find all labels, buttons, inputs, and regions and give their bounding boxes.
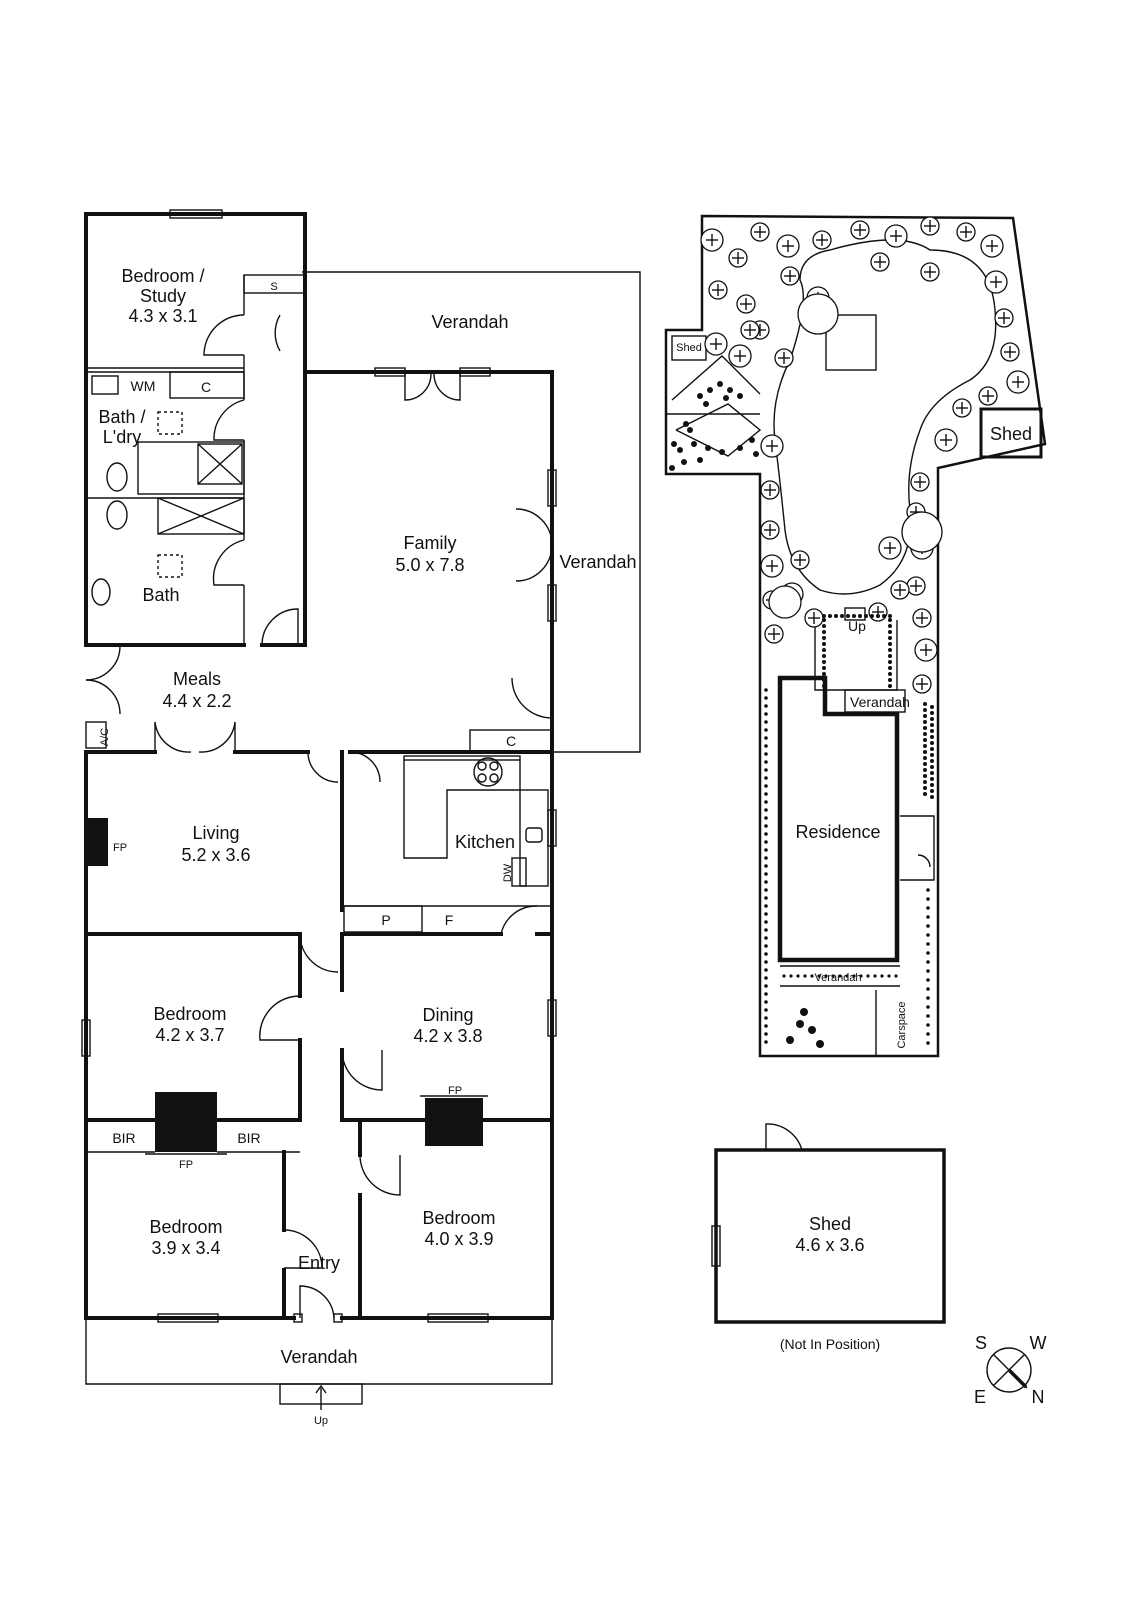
meals-label: Meals [173,669,221,689]
bir-left-label: BIR [112,1130,135,1146]
large-tree-icon [901,511,943,553]
study-wing-walls [84,212,307,647]
living-size: 5.2 x 3.6 [181,845,250,865]
up-front-label: Up [314,1415,328,1427]
site-shed-right [979,407,1043,459]
compass-e: E [974,1387,986,1407]
dining-size: 4.2 x 3.8 [413,1026,482,1046]
site-trees [700,216,1030,694]
shed-plan-label: Shed [809,1214,851,1234]
bath-laundry-label: Bath / [98,407,145,427]
fireplace-dining [425,1098,483,1146]
bir-right-label: BIR [237,1130,260,1146]
pantry-label: P [381,912,390,928]
bath-laundry-label-2: L'dry [103,427,141,447]
dining-label: Dining [422,1005,473,1025]
site-shed-small-label: Shed [676,342,702,354]
entry-label: Entry [298,1253,340,1273]
bedroom-mid-left-size: 4.2 x 3.7 [155,1025,224,1045]
verandah-front-label: Verandah [280,1347,357,1367]
fireplace-bedrooms [155,1092,217,1152]
fp-dining-label: FP [448,1085,462,1097]
site-carspace-label: Carspace [896,1001,908,1048]
bedroom-bottom-left-label: Bedroom [149,1217,222,1237]
shed-plan-size: 4.6 x 3.6 [795,1235,864,1255]
bedroom-mid-left-label: Bedroom [153,1004,226,1024]
site-residence-label: Residence [795,822,880,842]
bedroom-bottom-right-label: Bedroom [422,1208,495,1228]
compass: S W E N [974,1333,1047,1407]
bedroom-study-label: Bedroom / [121,266,204,286]
compass-s: S [975,1333,987,1353]
ac-label: A/C [99,728,111,746]
bedroom-bottom-left-size: 3.9 x 3.4 [151,1238,220,1258]
fridge-label: F [445,912,454,928]
kitchen-label: Kitchen [455,832,515,852]
verandah-top-label: Verandah [431,312,508,332]
bath-label: Bath [142,585,179,605]
wm-label: WM [131,378,156,394]
shed-plan: Shed 4.6 x 3.6 (Not In Position) [711,1123,946,1352]
bedroom-study-size: 4.3 x 3.1 [128,306,197,326]
site-hedge-dots [669,381,934,1048]
verandah-side-label: Verandah [559,552,636,572]
large-tree-icon [797,293,839,335]
large-tree-icon [768,585,802,619]
site-plan: Shed Shed Up Verandah Residence Verandah… [664,214,1047,1058]
site-verandah-bottom-label: Verandah [814,972,861,984]
compass-w: W [1030,1333,1047,1353]
cupboard-c2-label: C [506,733,516,749]
shed-plan-note: (Not In Position) [780,1336,880,1352]
storage-s-label: S [270,281,277,293]
meals-size: 4.4 x 2.2 [162,691,231,711]
verandah-top-outline [302,271,641,753]
site-boundary [664,214,1047,1058]
site-shed-right-label: Shed [990,424,1032,444]
fp-bedroom-label: FP [179,1159,193,1171]
fp-living-label: FP [113,842,127,854]
site-verandah-top-label: Verandah [850,694,910,710]
dw-label: DW [502,863,514,882]
family-label: Family [404,533,457,553]
bedroom-study-label-2: Study [140,286,186,306]
family-walls [303,370,554,754]
bedroom-bottom-right-size: 4.0 x 3.9 [424,1229,493,1249]
family-size: 5.0 x 7.8 [395,555,464,575]
living-label: Living [192,823,239,843]
site-residence [777,675,900,963]
compass-n: N [1032,1387,1045,1407]
site-up-label: Up [848,618,866,634]
house-plan: Bedroom / Study 4.3 x 3.1 S WM C Bath / … [81,209,641,1427]
cupboard-c-label: C [201,379,211,395]
